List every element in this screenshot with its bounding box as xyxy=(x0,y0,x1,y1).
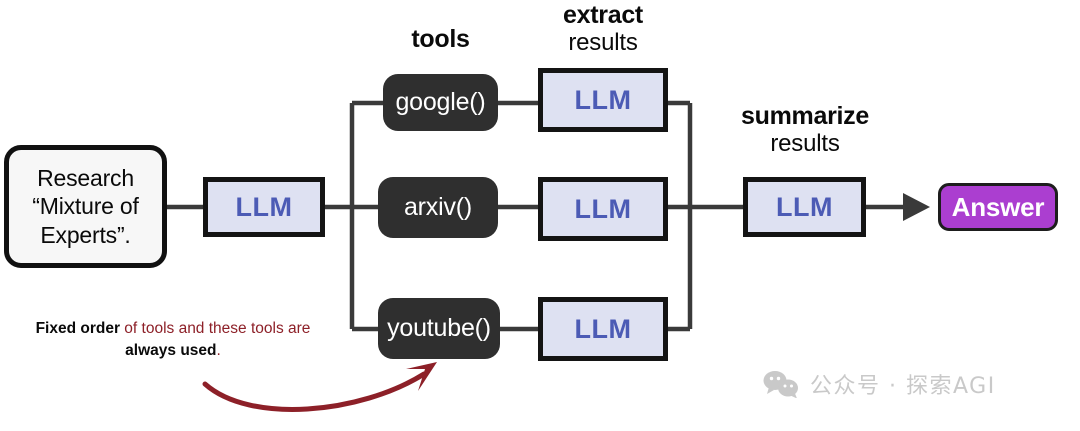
tool-pill-youtube-label: youtube() xyxy=(387,314,491,342)
tool-pill-arxiv-label: arxiv() xyxy=(403,193,473,221)
caption-part-3: always used xyxy=(125,342,217,360)
watermark-text: 公众号 · 探索AGI xyxy=(810,374,996,399)
heading-extract-strong: extract xyxy=(563,1,643,29)
tool-pill-arxiv[interactable]: arxiv() xyxy=(378,177,498,238)
extract-llm-box-google: LLM xyxy=(538,68,668,132)
tool-pill-google[interactable]: google() xyxy=(383,74,498,131)
heading-extract: extract results xyxy=(528,1,678,56)
extract-llm-label-arxiv: LLM xyxy=(574,193,632,224)
summarize-llm-box: LLM xyxy=(743,177,866,237)
tool-pill-google-label: google() xyxy=(395,88,486,116)
caption-part-1: Fixed order xyxy=(35,320,120,337)
extract-llm-box-youtube: LLM xyxy=(538,297,668,361)
heading-tools-strong: tools xyxy=(411,25,470,53)
annotation-caption: Fixed order of tools and these tools are… xyxy=(18,318,328,363)
summarize-llm-label: LLM xyxy=(776,191,833,222)
heading-tools: tools xyxy=(383,25,498,54)
watermark: 公众号 · 探索AGI xyxy=(762,368,996,400)
extract-llm-box-arxiv: LLM xyxy=(538,177,668,241)
wechat-icon xyxy=(762,370,800,398)
heading-summarize-strong: summarize xyxy=(741,102,869,130)
caption-part-4: . xyxy=(216,342,221,360)
heading-summarize-light: results xyxy=(770,129,840,157)
prompt-box: Research “Mixture of Experts”. xyxy=(4,145,167,268)
extract-llm-label-google: LLM xyxy=(574,84,632,115)
caption-part-2: of tools and these tools are xyxy=(119,320,311,337)
router-llm-label: LLM xyxy=(235,191,293,222)
heading-extract-light: results xyxy=(568,28,638,56)
answer-arrowhead xyxy=(903,193,930,221)
extract-llm-label-youtube: LLM xyxy=(574,313,632,344)
annotation-arrow xyxy=(202,362,437,412)
router-llm-box: LLM xyxy=(203,177,325,237)
prompt-line-2: “Mixture of xyxy=(32,193,139,220)
prompt-line-3: Experts”. xyxy=(40,221,131,248)
prompt-line-1: Research xyxy=(37,164,134,191)
answer-badge: Answer xyxy=(938,183,1058,231)
tool-pill-youtube[interactable]: youtube() xyxy=(378,298,500,359)
heading-summarize: summarize results xyxy=(720,102,890,157)
answer-label: Answer xyxy=(951,191,1045,222)
